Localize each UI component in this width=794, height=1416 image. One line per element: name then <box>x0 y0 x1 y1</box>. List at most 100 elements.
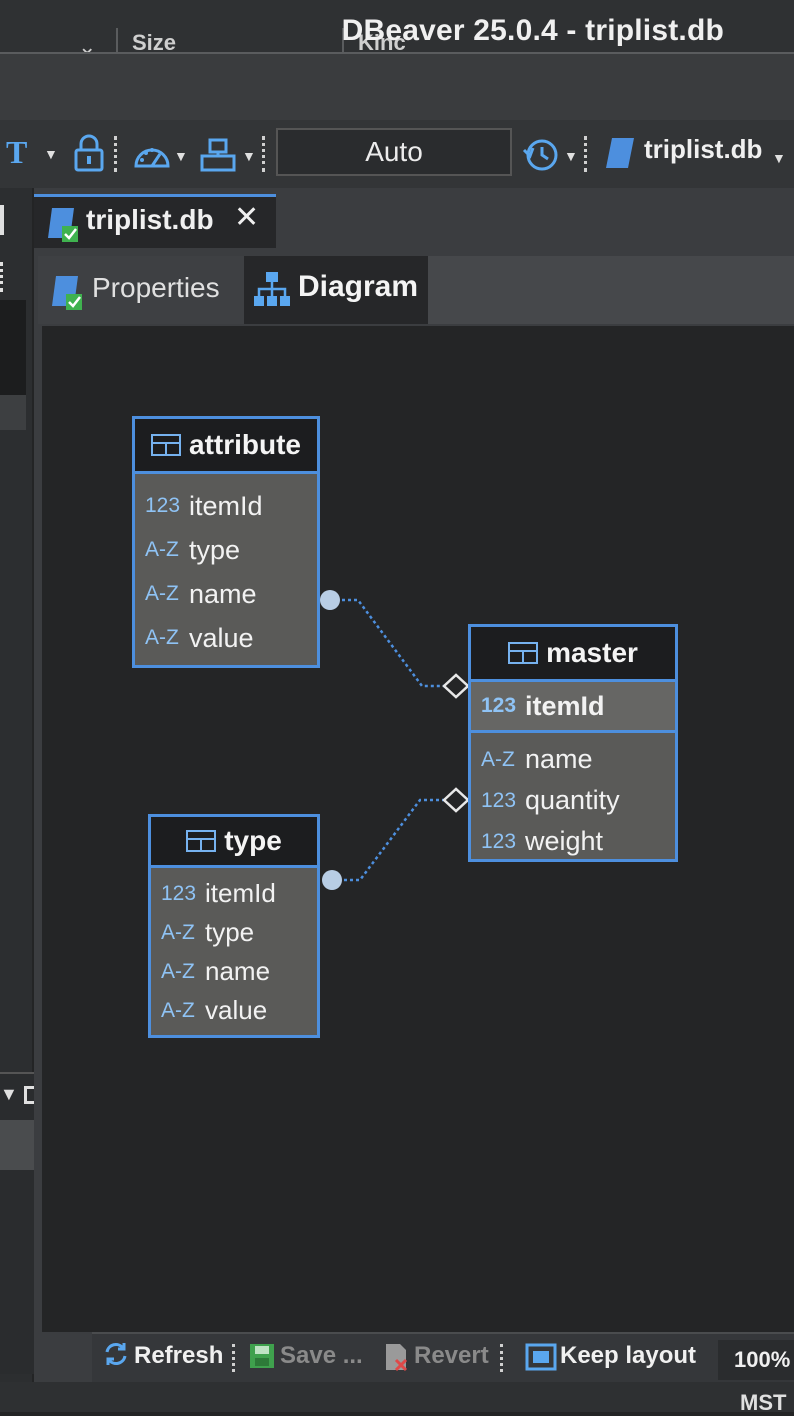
numeric-type-icon: 123 <box>481 829 517 853</box>
title-bar <box>0 52 794 122</box>
status-bar <box>0 1382 794 1412</box>
tab-properties-label[interactable]: Properties <box>92 272 220 303</box>
timezone-indicator: MST <box>740 1390 787 1415</box>
column-name: value <box>205 995 268 1025</box>
er-column[interactable]: 123 weight <box>471 821 675 862</box>
column-header-kind[interactable]: Kinc <box>358 30 406 55</box>
column-header-size[interactable]: Size <box>132 30 177 55</box>
column-name: type <box>189 534 241 565</box>
save-disk-icon[interactable] <box>248 1342 276 1375</box>
numeric-type-icon: 123 <box>161 881 197 905</box>
revert-button[interactable]: Revert <box>414 1342 489 1369</box>
column-name: itemId <box>205 878 276 908</box>
refresh-icon[interactable] <box>102 1340 130 1373</box>
history-clock-icon[interactable] <box>522 136 560 179</box>
refresh-button[interactable]: Refresh <box>134 1342 224 1369</box>
er-column[interactable]: 123 quantity <box>471 780 675 821</box>
zoom-level-selector[interactable]: 100% <box>718 1340 794 1380</box>
master-link-diamond <box>442 787 470 813</box>
er-table-title: type <box>224 825 282 856</box>
column-name: name <box>189 578 257 609</box>
background-window-header <box>0 0 794 52</box>
database-file-icon <box>46 206 80 247</box>
er-column[interactable]: A-Z type <box>151 913 317 952</box>
master-link-diamond <box>442 673 470 699</box>
table-icon <box>508 642 539 664</box>
column-name: value <box>189 622 254 653</box>
transaction-icon[interactable] <box>200 138 236 177</box>
type-master-link <box>332 798 446 882</box>
lock-icon[interactable] <box>72 134 106 177</box>
er-table-header[interactable]: attribute <box>135 419 317 474</box>
column-separator <box>116 28 118 52</box>
toolbar-separator <box>500 1344 506 1372</box>
panel-edge-marker <box>0 205 4 235</box>
chevron-down-icon[interactable]: ▼ <box>174 148 188 164</box>
type-link-endpoint <box>322 870 342 890</box>
close-icon[interactable]: ✕ <box>234 201 260 234</box>
navigator-tree-area <box>0 300 26 395</box>
navigator-selected-row[interactable] <box>0 395 26 430</box>
column-separator <box>342 28 344 52</box>
active-datasource-selector[interactable]: triplist.db <box>644 134 763 164</box>
column-name: name <box>205 956 271 986</box>
toolbar-separator <box>262 136 268 172</box>
transaction-mode-button[interactable]: Auto <box>276 128 512 176</box>
text-format-icon[interactable]: T <box>6 134 28 170</box>
toolbar-separator <box>114 136 120 172</box>
numeric-type-icon: 123 <box>145 494 181 517</box>
text-type-icon: A-Z <box>161 920 195 944</box>
column-name: name <box>525 744 593 774</box>
column-name: quantity <box>525 785 620 815</box>
chevron-down-icon[interactable]: ▼ <box>564 148 578 164</box>
attribute-master-link <box>330 598 446 688</box>
panel-dropdown-icon[interactable]: ▼ <box>0 1084 18 1104</box>
chevron-down-icon[interactable]: ▼ <box>44 146 58 162</box>
er-table-title: master <box>546 637 638 668</box>
database-file-icon <box>604 136 636 175</box>
er-column[interactable]: 123 itemId <box>151 874 317 913</box>
editor-tab-label[interactable]: triplist.db <box>86 204 214 235</box>
numeric-type-icon: 123 <box>481 788 517 812</box>
column-name: itemId <box>525 690 605 721</box>
keep-layout-icon[interactable] <box>524 1342 558 1377</box>
window-title: DBeaver 25.0.4 - triplist.db <box>341 14 724 47</box>
text-type-icon: A-Z <box>145 626 179 649</box>
diagram-hierarchy-icon <box>252 270 292 313</box>
text-type-icon: A-Z <box>145 538 179 561</box>
column-name: type <box>205 917 255 947</box>
save-button[interactable]: Save ... <box>280 1342 363 1369</box>
er-column[interactable]: A-Z value <box>151 991 317 1030</box>
chevron-down-icon[interactable]: ▼ <box>242 148 256 164</box>
er-column[interactable]: A-Z value <box>135 616 317 660</box>
er-column[interactable]: A-Z type <box>135 528 317 572</box>
text-type-icon: A-Z <box>161 998 195 1022</box>
dashboard-gauge-icon[interactable] <box>132 138 172 177</box>
er-table-header[interactable]: type <box>151 817 317 868</box>
keep-layout-button[interactable]: Keep layout <box>560 1342 697 1369</box>
column-name: weight <box>525 826 604 856</box>
table-icon <box>186 830 217 852</box>
table-icon <box>151 434 181 456</box>
attribute-link-endpoint <box>320 590 340 610</box>
er-table-title: attribute <box>189 429 301 460</box>
panel-menu-icon[interactable] <box>0 262 7 292</box>
er-table-header[interactable]: master <box>471 627 675 682</box>
tab-diagram-label[interactable]: Diagram <box>298 270 419 303</box>
chevron-down-icon[interactable]: ▼ <box>772 150 786 166</box>
properties-icon <box>50 274 84 315</box>
toolbar-separator <box>232 1344 238 1372</box>
revert-icon[interactable] <box>384 1342 410 1377</box>
